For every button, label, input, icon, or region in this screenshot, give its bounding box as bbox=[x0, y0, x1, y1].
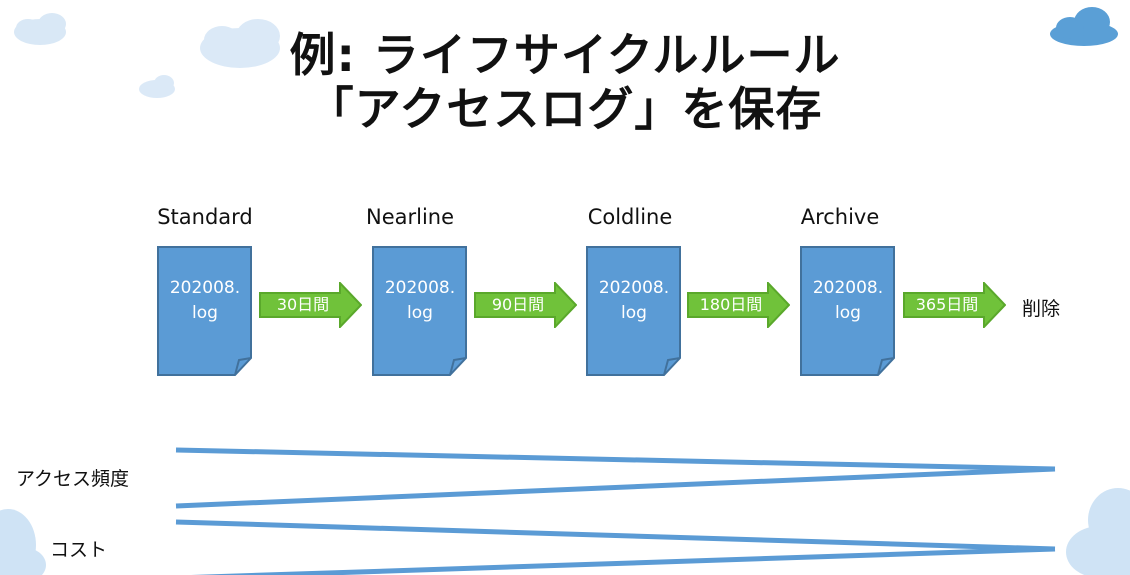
transition-arrow: 30日間 bbox=[258, 282, 362, 328]
file-icon: 202008. log bbox=[586, 246, 682, 376]
transition-days: 365日間 bbox=[915, 295, 979, 314]
file-icon: 202008. log bbox=[800, 246, 896, 376]
file-name-line2: log bbox=[835, 303, 861, 323]
cloud-icon bbox=[1066, 488, 1130, 575]
cloud-icon bbox=[0, 509, 46, 575]
cloud-icon bbox=[14, 13, 66, 45]
file-name-line2: log bbox=[407, 303, 433, 323]
slide-title-line1: 例: ライフサイクルルール bbox=[289, 28, 841, 82]
transition-days: 90日間 bbox=[491, 295, 545, 314]
file-icon: 202008. log bbox=[157, 246, 253, 376]
transition-arrow: 180日間 bbox=[686, 282, 790, 328]
file-name-line2: log bbox=[621, 303, 647, 323]
file-name-line1: 202008. bbox=[384, 278, 456, 298]
cost-lower-line bbox=[191, 546, 1056, 575]
cloud-icon bbox=[200, 19, 280, 68]
transition-days: 30日間 bbox=[276, 295, 330, 314]
slide-title-line2: 「アクセスログ」を保存 bbox=[307, 82, 823, 136]
file-name-line2: log bbox=[192, 303, 218, 323]
cloud-icon bbox=[139, 75, 175, 98]
cost-upper-line bbox=[175, 519, 1056, 552]
cloud-icon bbox=[1050, 7, 1118, 46]
tier-label-archive: Archive bbox=[800, 205, 880, 229]
access-frequency-lower-line bbox=[175, 466, 1056, 509]
file-name-line1: 202008. bbox=[598, 278, 670, 298]
file-icon: 202008. log bbox=[372, 246, 468, 376]
transition-days: 180日間 bbox=[699, 295, 763, 314]
arrow-right-icon bbox=[687, 282, 790, 328]
file-name-line1: 202008. bbox=[169, 278, 241, 298]
access-frequency-label: アクセス頻度 bbox=[16, 468, 130, 490]
transition-arrow: 365日間 bbox=[902, 282, 1006, 328]
tier-label-standard: Standard bbox=[157, 205, 253, 229]
file-name-line1: 202008. bbox=[812, 278, 884, 298]
arrow-right-icon bbox=[474, 282, 577, 328]
access-frequency-upper-line bbox=[175, 447, 1056, 472]
tier-label-nearline: Nearline bbox=[365, 205, 455, 229]
arrow-right-icon bbox=[259, 282, 362, 328]
arrow-right-icon bbox=[903, 282, 1006, 328]
cost-label: コスト bbox=[50, 539, 108, 561]
delete-label: 削除 bbox=[1022, 298, 1061, 320]
transition-arrow: 90日間 bbox=[473, 282, 577, 328]
tier-label-coldline: Coldline bbox=[587, 205, 673, 229]
